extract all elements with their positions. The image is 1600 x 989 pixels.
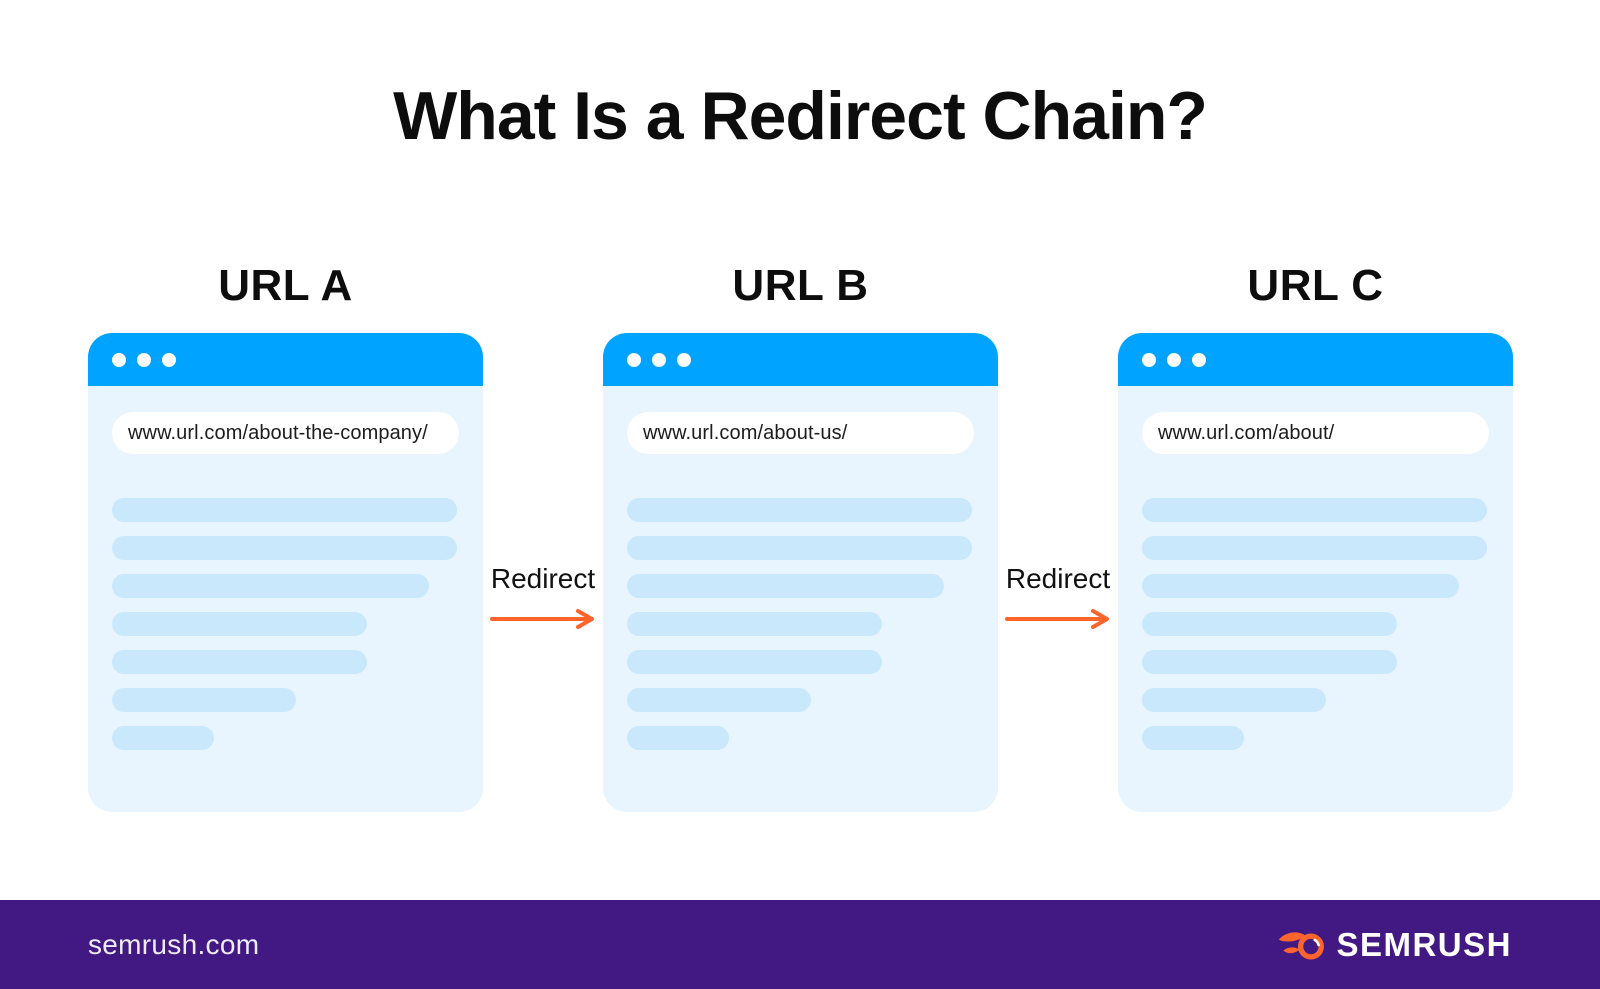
url-text: www.url.com/about-us/ <box>643 421 848 444</box>
content-placeholder-line <box>112 536 457 560</box>
window-control-dot-icon <box>677 352 691 367</box>
window-control-dot-icon <box>137 352 151 367</box>
semrush-logo: SEMRUSH <box>1278 926 1512 964</box>
browser-page-body: www.url.com/about-the-company/ <box>88 386 483 812</box>
browser-page-body: www.url.com/about-us/ <box>603 386 998 812</box>
content-placeholder-line <box>1142 612 1397 636</box>
content-placeholder-line <box>1142 726 1244 750</box>
website-url: semrush.com <box>88 928 260 960</box>
semrush-flame-icon <box>1279 931 1325 960</box>
browser-page-body: www.url.com/about/ <box>1118 386 1513 812</box>
content-placeholder-line <box>112 574 429 598</box>
content-placeholder-block <box>627 498 974 750</box>
content-placeholder-line <box>627 688 811 712</box>
content-placeholder-line <box>1142 574 1459 598</box>
content-placeholder-line <box>1142 688 1326 712</box>
content-placeholder-line <box>112 650 367 674</box>
window-control-dot-icon <box>1167 352 1181 367</box>
window-control-dot-icon <box>112 352 126 367</box>
address-bar: www.url.com/about/ <box>1142 412 1489 454</box>
content-placeholder-line <box>1142 498 1487 522</box>
content-placeholder-line <box>112 612 367 636</box>
redirect-label: Redirect <box>1005 563 1111 594</box>
browser-window-a: www.url.com/about-the-company/ <box>88 333 483 812</box>
browser-titlebar <box>88 333 483 386</box>
window-control-dot-icon <box>652 352 666 367</box>
browser-titlebar <box>603 333 998 386</box>
right-arrow-icon <box>490 609 594 629</box>
content-placeholder-block <box>1142 498 1489 750</box>
url-b-group: URL B www.url.com/about-us/ <box>603 262 998 812</box>
address-bar: www.url.com/about-the-company/ <box>112 412 459 454</box>
content-placeholder-line <box>627 536 972 560</box>
content-placeholder-line <box>112 726 214 750</box>
content-placeholder-line <box>627 498 972 522</box>
content-placeholder-line <box>112 498 457 522</box>
url-text: www.url.com/about-the-company/ <box>128 421 428 444</box>
footer-bar: semrush.com SEMRUSH <box>0 900 1600 989</box>
content-placeholder-line <box>112 688 296 712</box>
content-placeholder-line <box>627 574 944 598</box>
redirect-label: Redirect <box>490 563 596 594</box>
address-bar: www.url.com/about-us/ <box>627 412 974 454</box>
window-label-a: URL A <box>218 261 353 310</box>
content-placeholder-line <box>627 726 729 750</box>
window-control-dot-icon <box>627 352 641 367</box>
right-arrow-icon <box>1005 609 1109 629</box>
window-control-dot-icon <box>162 352 176 367</box>
browser-window-c: www.url.com/about/ <box>1118 333 1513 812</box>
window-control-dot-icon <box>1192 352 1206 367</box>
window-label-b: URL B <box>732 261 869 310</box>
url-text: www.url.com/about/ <box>1158 421 1335 444</box>
url-a-group: URL A www.url.com/about-the-company/ <box>88 262 483 812</box>
browser-window-b: www.url.com/about-us/ <box>603 333 998 812</box>
content-placeholder-line <box>1142 650 1397 674</box>
window-control-dot-icon <box>1142 352 1156 367</box>
page-title: What Is a Redirect Chain? <box>393 78 1208 154</box>
content-placeholder-line <box>1142 536 1487 560</box>
window-label-c: URL C <box>1247 261 1384 310</box>
content-placeholder-line <box>627 650 882 674</box>
url-c-group: URL C www.url.com/about/ <box>1118 262 1513 812</box>
content-placeholder-block <box>112 498 459 750</box>
brand-name: SEMRUSH <box>1336 925 1512 963</box>
content-placeholder-line <box>627 612 882 636</box>
redirect-connector-2: Redirect <box>998 565 1118 635</box>
redirect-connector-1: Redirect <box>483 565 603 635</box>
browser-titlebar <box>1118 333 1513 386</box>
